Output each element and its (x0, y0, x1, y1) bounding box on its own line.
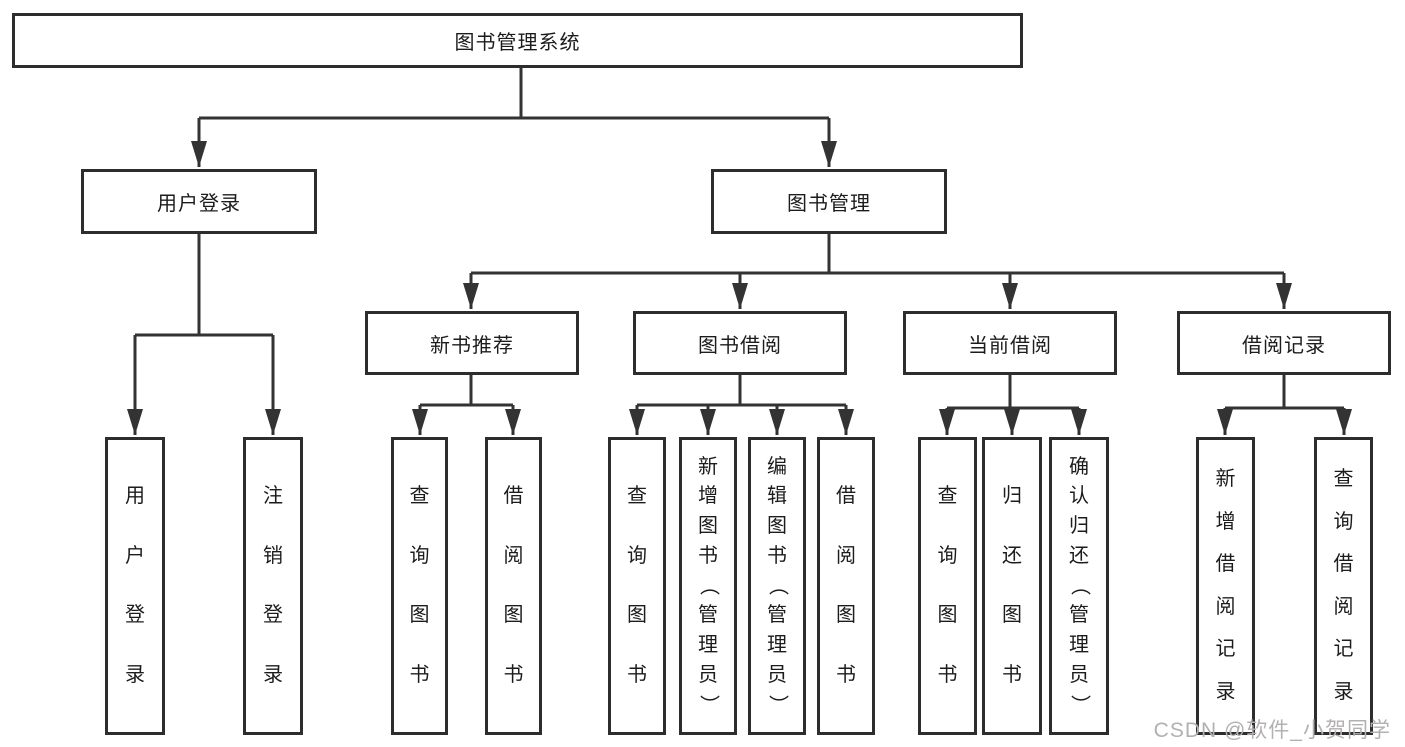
leaf-add-borrow-record-label: 新增借阅记录 (1215, 468, 1236, 703)
leaf-confirm-return-admin-label: 确认归还（管理员） (1068, 455, 1091, 715)
leaf-search-books-recommend-label: 查询图书 (409, 485, 430, 686)
csdn-watermark: CSDN @软件_小贺同学 (1153, 719, 1391, 742)
node-book-management: 图书管理 (711, 169, 947, 234)
leaf-search-books-recommend: 查询图书 (391, 437, 448, 735)
node-library-management-system: 图书管理系统 (12, 13, 1023, 68)
leaf-edit-book-admin-label: 编辑图书（管理员） (766, 455, 789, 715)
node-new-book-recommendation: 新书推荐 (365, 311, 579, 375)
leaf-borrow-books-recommend: 借阅图书 (485, 437, 542, 735)
leaf-search-books-current-label: 查询图书 (937, 485, 958, 686)
leaf-search-borrow-record: 查询借阅记录 (1314, 437, 1373, 735)
leaf-logout: 注销登录 (243, 437, 303, 735)
node-borrowing-records: 借阅记录 (1177, 311, 1391, 375)
leaf-add-book-admin: 新增图书（管理员） (679, 437, 737, 735)
leaf-return-book: 归还图书 (982, 437, 1042, 735)
node-book-borrowing: 图书借阅 (633, 311, 847, 375)
leaf-edit-book-admin: 编辑图书（管理员） (748, 437, 806, 735)
leaf-borrow-books-borrowing-label: 借阅图书 (836, 485, 856, 686)
leaf-search-books-current: 查询图书 (918, 437, 977, 735)
leaf-confirm-return-admin: 确认归还（管理员） (1049, 437, 1109, 735)
leaf-logout-label: 注销登录 (263, 485, 283, 686)
leaf-add-borrow-record: 新增借阅记录 (1196, 437, 1255, 735)
leaf-search-books-borrowing-label: 查询图书 (627, 485, 647, 686)
leaf-user-login-label: 用户登录 (125, 485, 145, 686)
leaf-borrow-books-borrowing: 借阅图书 (817, 437, 875, 735)
node-current-borrowing: 当前借阅 (903, 311, 1117, 375)
leaf-user-login: 用户登录 (105, 437, 165, 735)
node-user-login: 用户登录 (81, 169, 317, 234)
leaf-search-books-borrowing: 查询图书 (608, 437, 666, 735)
leaf-add-book-admin-label: 新增图书（管理员） (697, 455, 720, 715)
leaf-search-borrow-record-label: 查询借阅记录 (1333, 468, 1354, 703)
leaf-return-book-label: 归还图书 (1002, 485, 1022, 686)
leaf-borrow-books-recommend-label: 借阅图书 (503, 485, 524, 686)
